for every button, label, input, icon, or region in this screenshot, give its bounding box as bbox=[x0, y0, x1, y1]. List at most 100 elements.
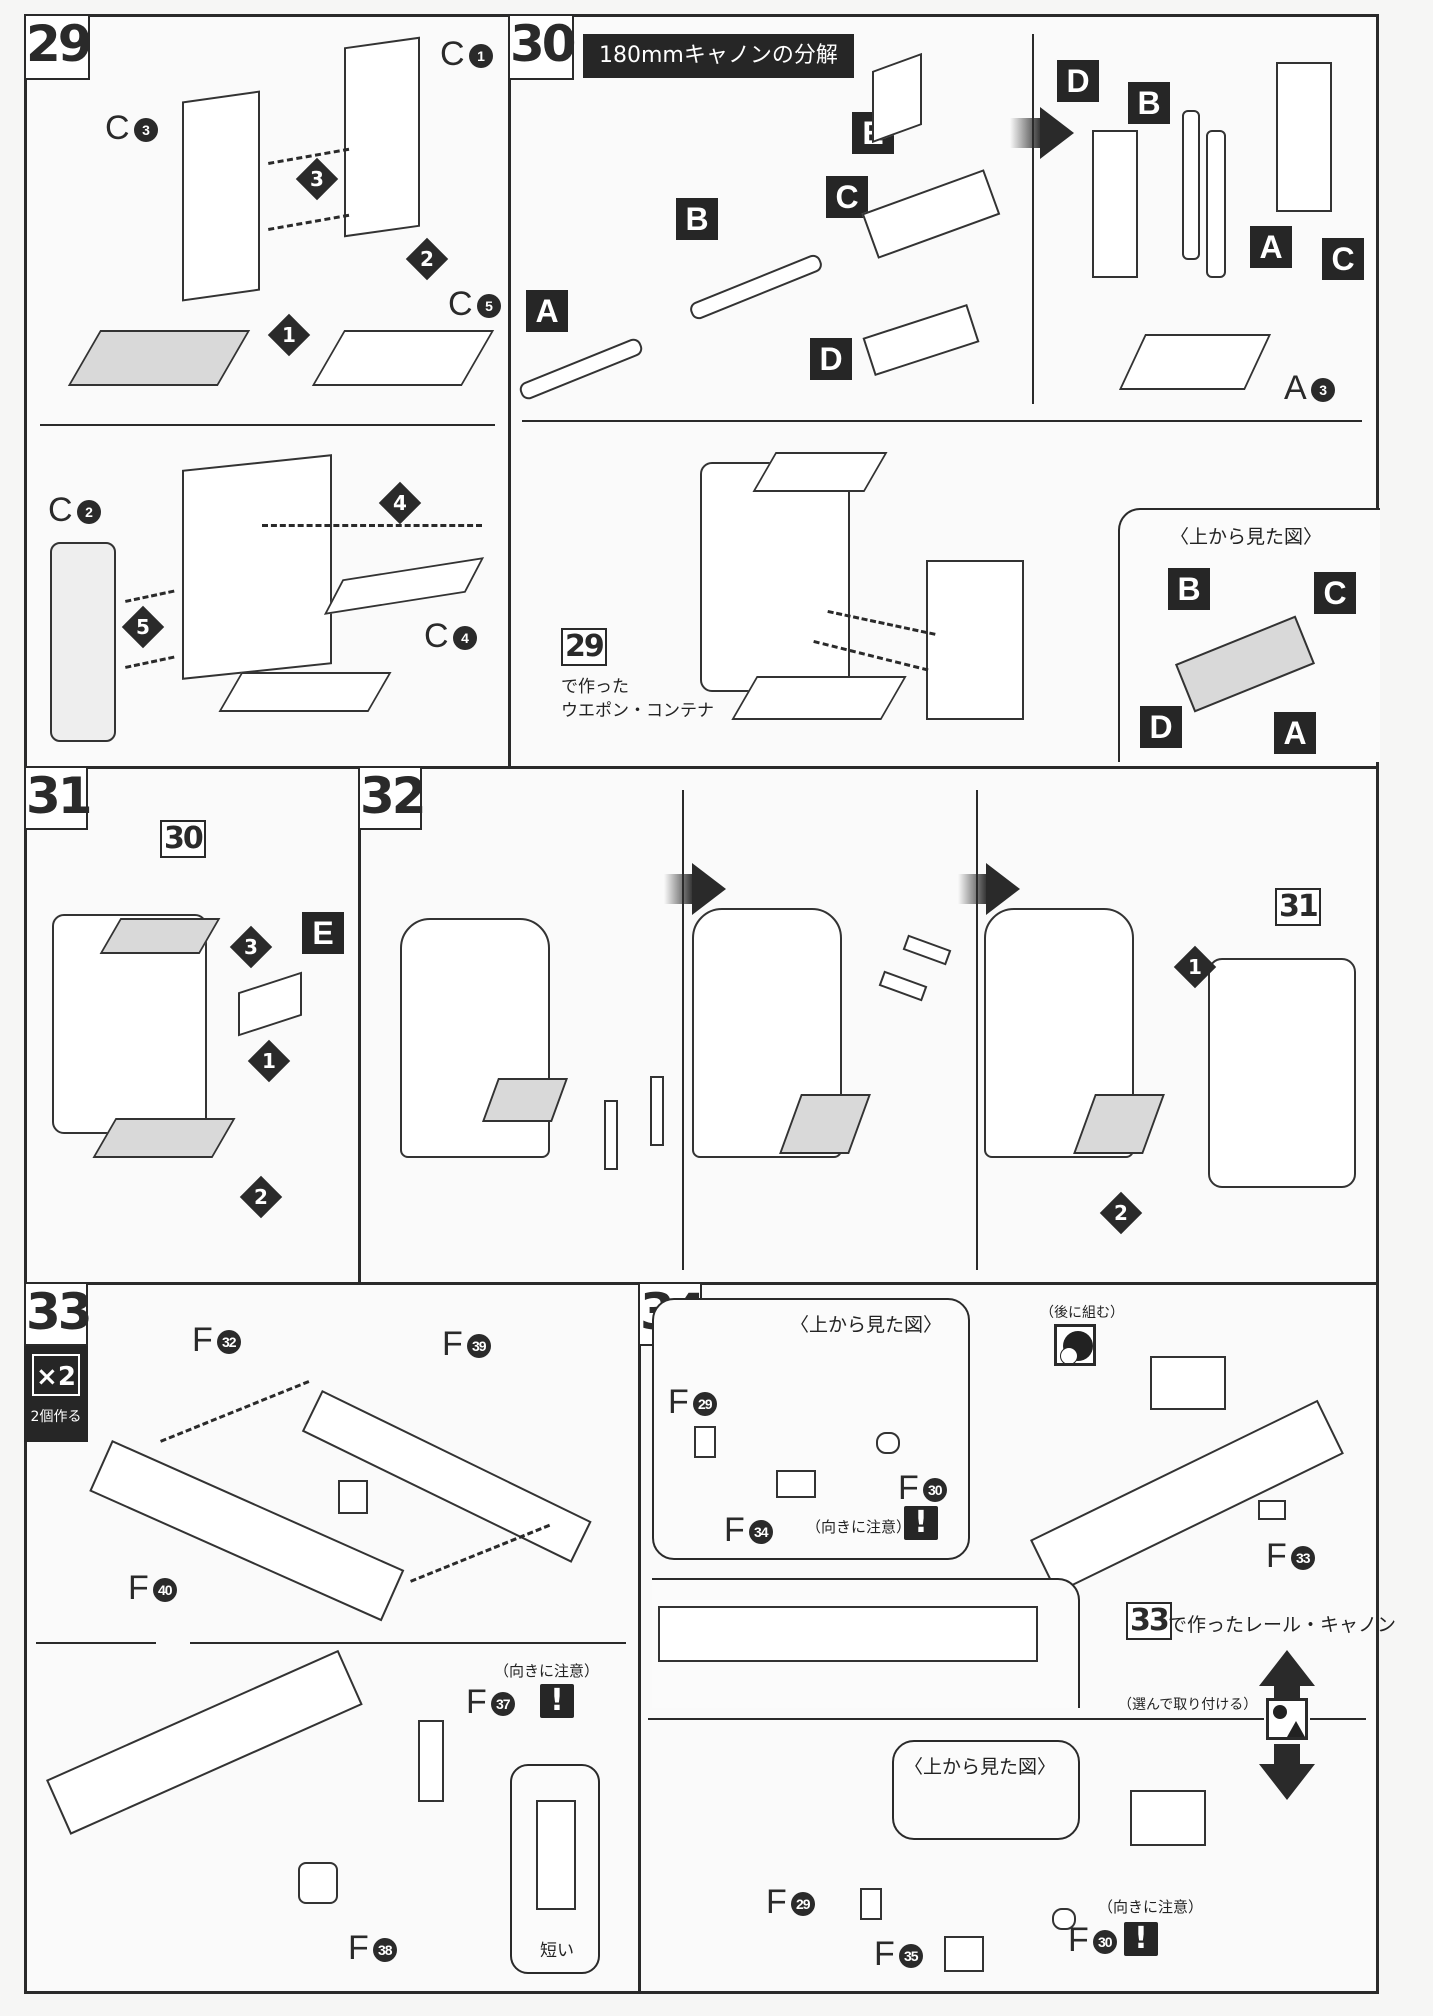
joint-f35 bbox=[944, 1936, 984, 1972]
warning-icon: ! bbox=[540, 1684, 574, 1718]
side-view-cannon bbox=[658, 1606, 1038, 1662]
step-marker-2: 2 bbox=[1099, 1191, 1143, 1235]
ref-step-33: 33 bbox=[1126, 1602, 1172, 1640]
assemble-later-icon bbox=[1054, 1324, 1096, 1366]
orientation-note: （向きに注意） bbox=[494, 1662, 600, 1680]
later-note: （後に組む） bbox=[1040, 1305, 1124, 1321]
component-label-c: C bbox=[826, 176, 868, 218]
multiplier-caption: 2個作る bbox=[30, 1409, 82, 1425]
step-marker-2: 2 bbox=[405, 237, 449, 281]
barrel-a-vertical bbox=[1206, 130, 1226, 278]
component-label-c: C bbox=[1322, 238, 1364, 280]
container-floor bbox=[92, 1118, 236, 1158]
down-arrow-stem bbox=[1274, 1744, 1300, 1766]
joint-f34 bbox=[776, 1470, 816, 1498]
ref-caption-line2: ウエポン・コンテナ bbox=[561, 701, 714, 721]
divider bbox=[40, 424, 495, 426]
shoulder-socket bbox=[1150, 1356, 1226, 1410]
ref-step-31: 31 bbox=[1275, 888, 1321, 926]
joint-f29 bbox=[694, 1426, 716, 1458]
stand-a3 bbox=[1118, 334, 1272, 390]
down-arrow-icon bbox=[1259, 1764, 1315, 1800]
triangle-symbol bbox=[1287, 1721, 1305, 1737]
divider bbox=[682, 790, 684, 1270]
joint-f29 bbox=[860, 1888, 882, 1920]
component-label-b: B bbox=[1128, 82, 1170, 124]
trigger-f32 bbox=[338, 1480, 368, 1514]
shoulder-socket bbox=[1130, 1790, 1206, 1846]
warning-icon: ! bbox=[1124, 1922, 1158, 1956]
choose-one-icon bbox=[1266, 1698, 1308, 1740]
container-side-c2 bbox=[50, 542, 116, 742]
next-arrow-tail bbox=[1010, 118, 1042, 148]
container-lid bbox=[99, 918, 221, 954]
detail-plate bbox=[536, 1800, 576, 1910]
component-label-d: D bbox=[810, 338, 852, 380]
divider bbox=[36, 1642, 156, 1644]
step-marker-5: 5 bbox=[121, 605, 165, 649]
divider bbox=[1310, 1718, 1366, 1720]
step-30-number: 30 bbox=[508, 14, 577, 80]
step-marker-2: 2 bbox=[239, 1175, 283, 1219]
robot-backpack bbox=[400, 918, 550, 1158]
circle-symbol bbox=[1273, 1705, 1287, 1719]
step-marker-3: 3 bbox=[229, 925, 273, 969]
choose-note: （選んで取り付ける） bbox=[1118, 1697, 1258, 1713]
grip-d-vertical bbox=[1092, 130, 1138, 278]
top-view-label: 〈上から見た図〉 bbox=[904, 1756, 1057, 1778]
step-29-number: 29 bbox=[24, 14, 93, 80]
container-lid bbox=[752, 452, 888, 492]
weapon-container bbox=[700, 462, 850, 692]
next-arrow-tail bbox=[664, 874, 694, 904]
next-arrow-icon bbox=[986, 863, 1020, 915]
component-label-d: D bbox=[1057, 60, 1099, 102]
cannon-body-c-vertical bbox=[1276, 62, 1332, 212]
joint-f30 bbox=[1052, 1908, 1076, 1930]
divider bbox=[190, 1642, 626, 1644]
stock-f38 bbox=[298, 1862, 338, 1904]
multiplier-badge: ×2 2個作る bbox=[24, 1346, 88, 1442]
ref-step-29: 29 bbox=[561, 628, 607, 666]
component-label-b: B bbox=[676, 198, 718, 240]
next-arrow-icon bbox=[692, 863, 726, 915]
step-33-number: 33 bbox=[24, 1282, 93, 1346]
component-label-a: A bbox=[526, 290, 568, 332]
light-circle bbox=[1060, 1347, 1078, 1363]
peg-piece bbox=[650, 1076, 664, 1146]
ref-caption: で作ったレール・キャノン bbox=[1168, 1614, 1397, 1636]
step-marker-4: 4 bbox=[378, 481, 422, 525]
container-floor bbox=[731, 676, 907, 720]
step-marker-1: 1 bbox=[1173, 945, 1217, 989]
component-label-a: A bbox=[1250, 226, 1292, 268]
step-marker-3: 3 bbox=[295, 157, 339, 201]
top-view-label-b: B bbox=[1168, 568, 1210, 610]
weapon-container bbox=[1208, 958, 1356, 1188]
orientation-note: （向きに注意） bbox=[1098, 1898, 1204, 1916]
top-view-label-c: C bbox=[1314, 572, 1356, 614]
step-31-number: 31 bbox=[24, 766, 93, 830]
top-view-label-a: A bbox=[1274, 712, 1316, 754]
container-half-c1 bbox=[344, 36, 420, 238]
next-arrow-icon bbox=[1040, 107, 1074, 159]
step-30-title: 180mmキャノンの分解 bbox=[583, 34, 854, 78]
orientation-note: （向きに注意） bbox=[806, 1518, 912, 1536]
barrel-b-vertical bbox=[1182, 110, 1200, 260]
multiplier-count: ×2 bbox=[32, 1354, 80, 1396]
ref-caption-line1: で作った bbox=[561, 677, 629, 697]
divider bbox=[522, 420, 1362, 422]
